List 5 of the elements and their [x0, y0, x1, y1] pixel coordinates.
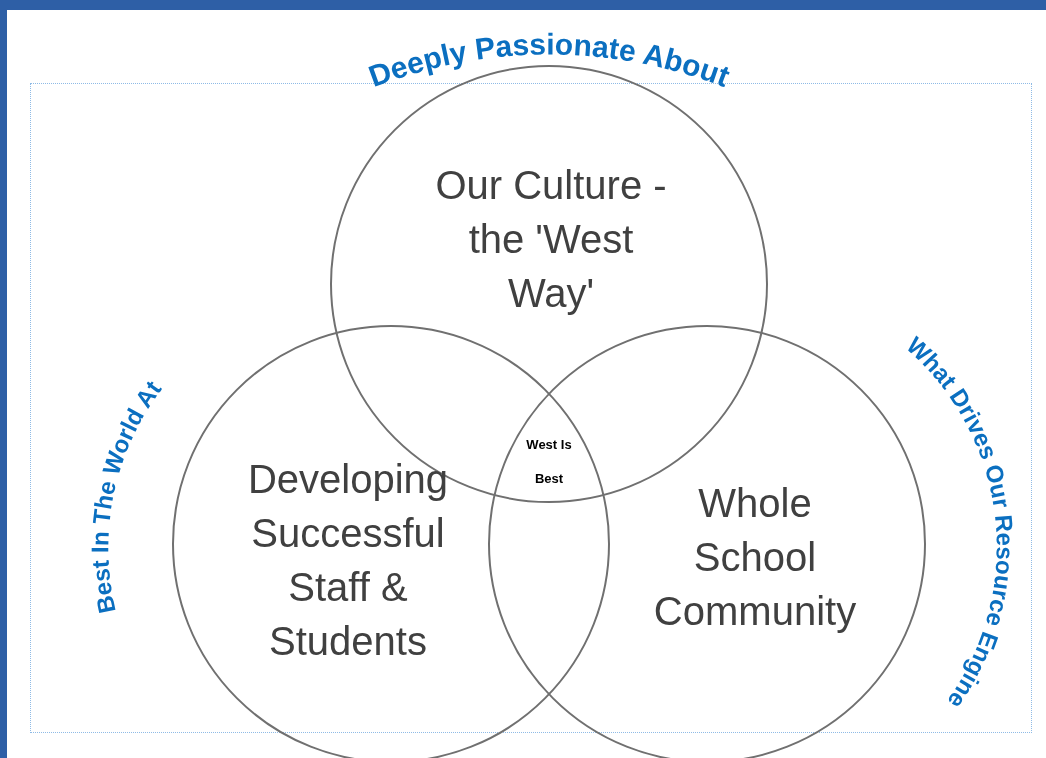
intersection-label: West Is Best — [525, 436, 573, 488]
circle-label: Whole School Community — [652, 480, 858, 635]
circle-label: Developing Successful Staff & Students — [246, 456, 450, 665]
curved-heading: Deeply Passionate About — [364, 27, 735, 93]
circle-label: Our Culture - the 'West Way' — [434, 162, 668, 317]
